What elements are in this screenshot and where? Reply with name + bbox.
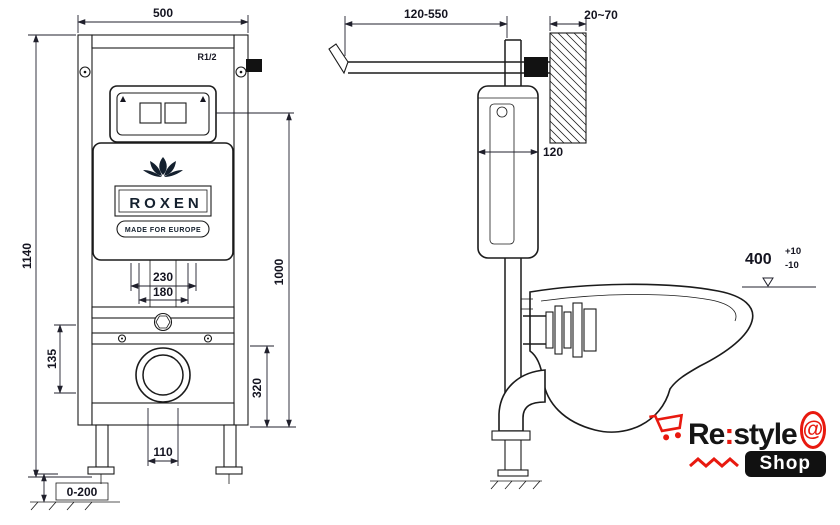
cart-icon [646,404,688,451]
drain-outlet [135,347,191,403]
water-inlet-label: R1/2 [197,52,216,62]
made-for-label: MADE FOR EUROPE [125,227,201,234]
dim-plate-1000: 1000 [250,112,296,428]
adjust-mark-icon [200,96,206,102]
drain-elbow [491,369,546,441]
dim-110-label: 110 [153,445,173,459]
lotus-icon [143,157,183,177]
dim-fix-230: 230 [130,263,197,291]
dim-1000-label: 1000 [272,258,286,285]
logo-row-name: Re : style @ [646,404,827,451]
front-view: 500 R1/2 [20,6,296,511]
dim-height-1140: 1140 [20,34,92,478]
level-arrow-icon [762,277,774,287]
arm-wall-fitting [524,57,548,77]
foot-left [87,466,115,475]
dim-frame-120: 120 [477,145,563,159]
brand-name: ROXEN [129,195,202,212]
dim-width-label: 500 [153,6,173,20]
dim-depth-120-550: 120-550 [344,7,508,56]
logo-swoosh-icon [688,455,742,474]
leg-left [95,424,109,468]
foot-side [497,469,529,477]
wall-section [549,32,587,144]
water-inlet-fitting [246,59,262,72]
dim-rail-135: 135 [45,324,76,394]
logo-shop-badge: Shop [744,451,826,477]
flush-plate [109,85,217,143]
wall-support-arm [328,43,550,77]
dim-foot-0-200: 0-200 [30,473,120,511]
arm-hook [328,43,349,75]
dim-400-label: 400 [745,251,772,268]
flush-button-small [139,102,162,124]
dim-230-label: 230 [153,270,173,284]
leg-right [223,424,237,468]
dim-fix-180: 180 [138,263,189,304]
flush-button-large [164,102,187,124]
dim-width-500: 500 [77,6,249,33]
cistern-front: ROXEN MADE FOR EUROPE [92,142,234,261]
foot-right [215,466,243,475]
dim-bowl-400: 400 +10 -10 [742,246,816,288]
logo-text-re: Re [688,418,725,451]
dim-120-label: 120 [543,145,563,159]
outlet-coupling [523,302,597,358]
dim-0-200-label: 0-200 [67,485,98,499]
dim-400-tol-minus: -10 [785,260,799,271]
dim-400-tol-plus: +10 [785,246,801,257]
adjust-mark-icon [120,96,126,102]
at-badge: @ [799,411,827,449]
restyle-shop-logo: Re : style @ Shop [646,404,827,477]
dim-outlet-320: 320 [250,345,274,428]
dim-20-70-label: 20~70 [584,8,618,22]
dim-1140-label: 1140 [20,243,34,269]
dim-320-label: 320 [250,378,264,398]
hex-fitting [153,312,173,332]
logo-text-colon: : [724,418,734,451]
dim-180-label: 180 [153,285,173,299]
wall-hatch [549,32,587,144]
dim-bracket-20-70: 20~70 [549,8,618,31]
dim-120-550-label: 120-550 [404,7,448,21]
logo-text-style: style [733,418,797,451]
dim-135-label: 135 [45,349,59,369]
dim-outlet-110: 110 [147,408,179,466]
cistern-side [477,85,539,259]
frame-structure: R1/2 [77,34,262,484]
logo-row-shop: Shop [646,451,826,477]
at-symbol: @ [802,418,824,441]
side-view: 120-550 20~70 [328,7,816,490]
